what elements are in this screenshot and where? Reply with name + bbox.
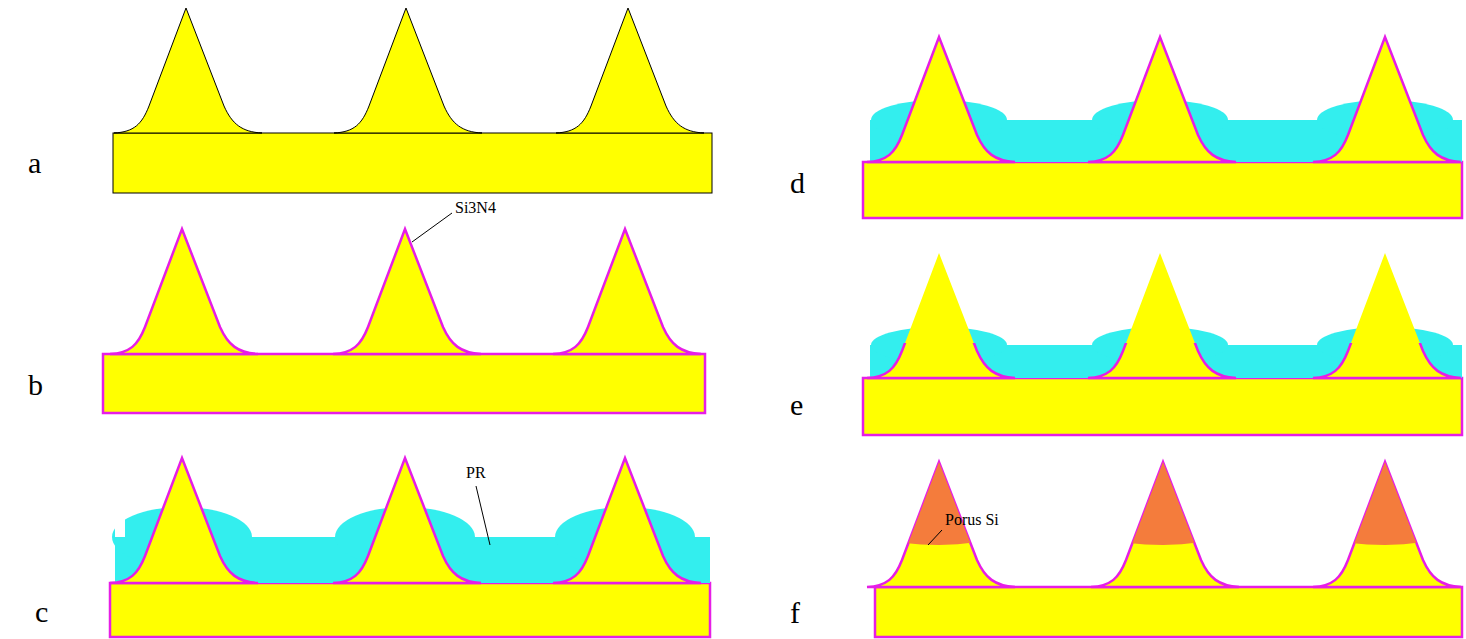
- panel-c: [110, 458, 710, 637]
- leader-line: [476, 486, 490, 545]
- part-name: Porus Si: [945, 512, 999, 528]
- panel-d: [863, 37, 1462, 218]
- panel-letter: f: [790, 598, 800, 628]
- panel-letter: c: [35, 597, 48, 627]
- panel-letter: d: [790, 168, 805, 198]
- panel-b: [103, 213, 705, 413]
- panel-a: [113, 8, 712, 193]
- panel-letter: a: [28, 148, 41, 178]
- panel-letter: b: [28, 370, 43, 400]
- panel-e: [863, 253, 1462, 435]
- panel-f: [849, 457, 1466, 637]
- part-name: Si3N4: [455, 200, 496, 216]
- part-name: PR: [466, 465, 486, 481]
- panel-letter: e: [790, 390, 803, 420]
- leader-line: [928, 530, 942, 545]
- leader-line: [412, 213, 452, 242]
